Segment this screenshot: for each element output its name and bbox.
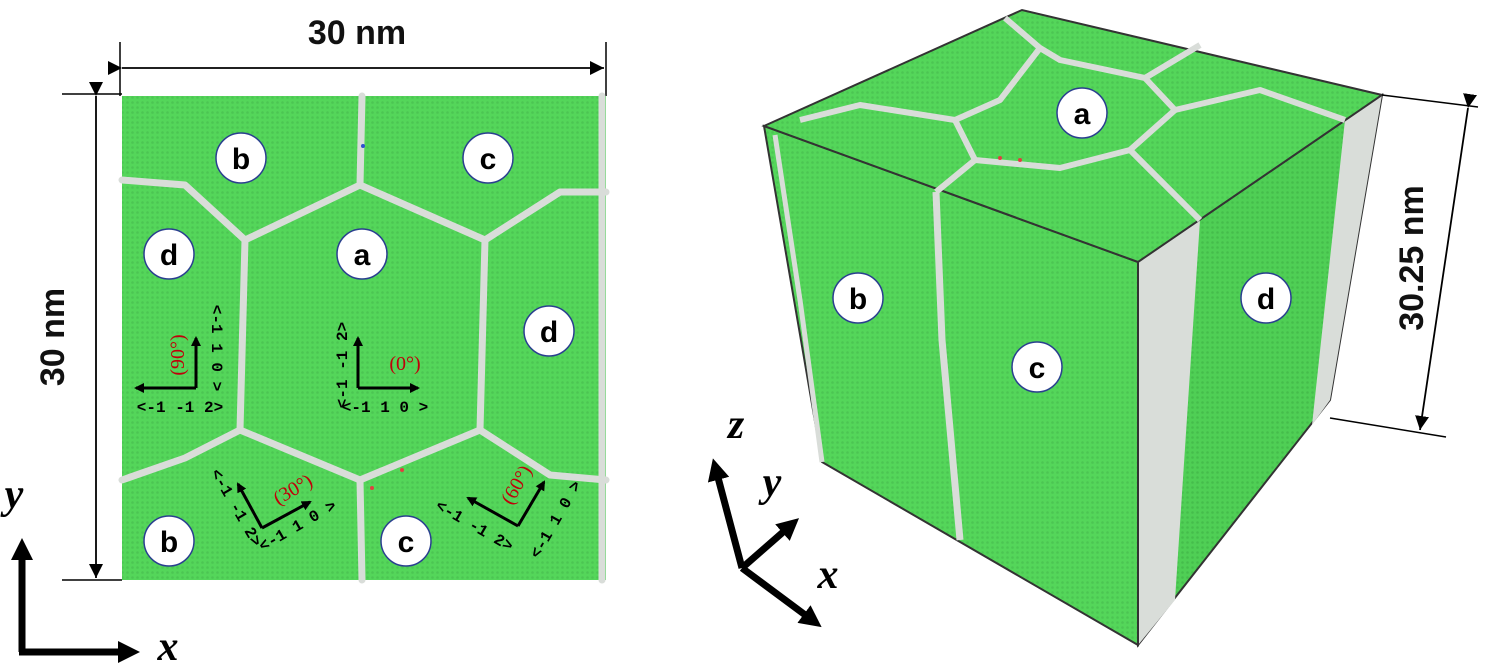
x-axis-label: x [157, 624, 179, 670]
boundary-lower-left [118, 426, 244, 484]
boundary-lower-right [476, 426, 610, 484]
cube-height-ext-bottom [1329, 417, 1447, 438]
orientation-d: <-1 1 0 > <-1 -1 2> (90°) [134, 305, 225, 417]
cube-height-ext-top [1381, 94, 1479, 108]
x-axis-arrow-3d [739, 565, 822, 628]
svg-text:c: c [398, 526, 415, 559]
svg-text:c: c [480, 143, 497, 176]
svg-text:d: d [540, 316, 558, 349]
cube-grain-label-d: d [1240, 272, 1292, 324]
top-boundary-front [934, 157, 977, 195]
xy-axes: y x [0, 472, 179, 670]
orientation-d-up-label: <-1 1 0 > [207, 305, 225, 391]
cube-grain-label-c: c [1011, 341, 1063, 393]
svg-text:b: b [849, 283, 867, 316]
side-boundary-band-left [1138, 220, 1200, 645]
svg-text:b: b [160, 526, 178, 559]
top-boundary-hexagon [952, 15, 1178, 171]
top-boundary-left [799, 102, 956, 123]
orientation-d-angle: (90°) [167, 334, 189, 375]
cube-grain-label-a: a [1056, 87, 1108, 139]
grain-label-c-top-right: c [462, 132, 514, 184]
defect-atom [998, 156, 1002, 160]
defect-atom [1018, 158, 1022, 162]
top-width-label: 30 nm [308, 14, 406, 52]
z-axis-label: z [726, 402, 745, 448]
boundary-bottom [356, 476, 366, 584]
grain-label-d-right: d [523, 305, 575, 357]
front-boundary-edge [772, 134, 825, 463]
top-grain-boundaries [799, 15, 1346, 223]
svg-text:b: b [232, 143, 250, 176]
grain-label-b-bottom-left: b [143, 515, 195, 567]
orientation-c-arrow-1 [466, 496, 519, 528]
svg-text:a: a [1074, 98, 1091, 131]
boundary-upper-left [118, 176, 249, 244]
orientation-c-arrow-2 [516, 480, 546, 527]
y-axis-label: y [0, 472, 24, 518]
defect-atom [370, 486, 374, 490]
cube-grain-label-b: b [832, 272, 884, 324]
boundary-center-hexagon [236, 92, 489, 484]
top-boundary-back [1143, 42, 1202, 81]
side-boundary-band-right [1312, 95, 1382, 425]
grain-label-c-bottom-right: c [380, 515, 432, 567]
grain-boundaries [118, 92, 610, 584]
defect-atom [400, 468, 404, 472]
svg-text:a: a [354, 239, 371, 272]
top-view-panel: 30 nm 30 nm b c [0, 14, 610, 670]
y-axis-label-3d: y [758, 460, 782, 506]
y-axis-arrow-3d [739, 518, 800, 571]
cube-view-panel: a b c d 30.25 nm z y x [707, 8, 1479, 648]
x-axis-label-3d: x [817, 552, 839, 598]
orientation-b-arrow-2 [261, 500, 312, 530]
top-height-label: 30 nm [34, 288, 72, 386]
orientation-a-up-label: <-1 -1 2> [334, 322, 352, 408]
top-boundary-right [1174, 87, 1346, 123]
boundary-upper-right [481, 188, 610, 244]
grain-label-a-center: a [336, 228, 388, 280]
grain-label-b-top-left: b [215, 132, 267, 184]
orientation-b-arrow-1 [236, 482, 264, 529]
cube-height-arrow [1415, 93, 1477, 431]
grain-label-d-left: d [143, 228, 195, 280]
defect-atom [361, 144, 365, 148]
xyz-axes: z y x [707, 402, 839, 628]
svg-text:d: d [1257, 283, 1275, 316]
z-axis-arrow [707, 458, 746, 569]
top-boundary-side [1127, 147, 1203, 223]
svg-text:d: d [160, 239, 178, 272]
front-boundary-line [932, 191, 964, 541]
svg-text:c: c [1029, 352, 1046, 385]
cube-height-label: 30.25 nm [1393, 185, 1431, 331]
orientation-a-angle: (0°) [389, 353, 420, 375]
orientation-a-right-label: <-1 1 0 > [342, 399, 428, 417]
orientation-a: <-1 -1 2> <-1 1 0 > (0°) [334, 322, 428, 417]
orientation-d-left-label: <-1 -1 2> [137, 399, 223, 417]
